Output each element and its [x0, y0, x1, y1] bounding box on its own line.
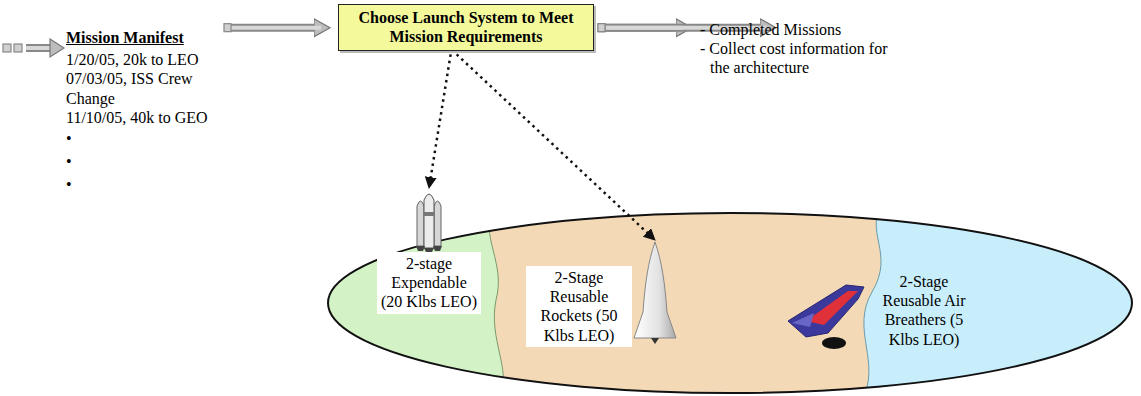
node-text: 2-Stage Reusable Rockets (50 Klbs LEO) — [528, 268, 630, 345]
node-text: - Collect cost information for the archi… — [700, 39, 906, 77]
bullet: • — [66, 127, 220, 150]
vehicle-node: 2-Stage Reusable Air Breathers (5 Klbs L… — [784, 270, 980, 351]
rocket-icon — [416, 194, 442, 252]
shadow — [822, 337, 846, 349]
shuttle-illustration — [632, 240, 678, 344]
vehicle-node: 2-Stage Reusable Rockets (50 Klbs LEO) — [526, 240, 678, 347]
booster — [417, 201, 424, 246]
flow-arrow-fill — [226, 26, 321, 30]
arrow-dash — [224, 24, 231, 32]
node-text: 2-stage Expendable (20 Klbs LEO) — [379, 254, 479, 312]
stripe — [806, 291, 858, 325]
bullet: • — [66, 150, 220, 173]
node-text: - Completed Missions — [700, 20, 906, 39]
arrow-dash — [598, 24, 605, 32]
plane-illustration — [784, 277, 868, 351]
region-border — [862, 200, 884, 396]
manifest-list: Mission Manifest 1/20/05, 20k to LEO07/03… — [66, 28, 220, 197]
plane-icon — [788, 285, 864, 349]
arrow-dash — [598, 24, 605, 32]
vehicle-label: 2-Stage Reusable Air Breathers (5 Klbs L… — [868, 270, 980, 351]
tail-fin — [651, 338, 659, 344]
air-breather-body — [788, 285, 864, 337]
vehicle-label: 2-Stage Reusable Rockets (50 Klbs LEO) — [526, 266, 632, 347]
node-text: 07/03/05, ISS Crew Change — [66, 69, 220, 107]
arrow-dash — [14, 44, 22, 52]
shuttle-icon — [634, 242, 676, 344]
bullet: • — [66, 173, 220, 196]
core-stage — [424, 194, 434, 248]
vehicle-label: 2-stage Expendable (20 Klbs LEO) — [377, 252, 481, 314]
process-box: Choose Launch System to Meet Mission Req… — [338, 4, 594, 51]
output-list: - Completed Missions- Collect cost infor… — [700, 20, 906, 78]
node-text: 1/20/05, 20k to LEO — [66, 50, 220, 69]
booster — [434, 201, 441, 246]
input-arrowhead — [50, 39, 64, 57]
node-text: Choose Launch System to Meet Mission Req… — [347, 8, 585, 46]
list-heading: Mission Manifest — [66, 28, 220, 47]
selection-arrow — [429, 54, 451, 188]
rocket-illustration — [404, 188, 454, 252]
reusable-rocket-body — [634, 242, 676, 338]
node-text: 2-Stage Reusable Air Breathers (5 Klbs L… — [870, 272, 978, 349]
map-outline — [328, 213, 1132, 393]
input-arrow — [26, 46, 52, 50]
map-region-blue — [862, 200, 1141, 396]
map-region-green — [310, 200, 503, 396]
node-text: 11/10/05, 40k to GEO — [66, 108, 220, 127]
stage-band — [424, 212, 434, 216]
vehicle-node: 2-stage Expendable (20 Klbs LEO) — [376, 188, 482, 314]
selection-arrow — [457, 54, 655, 240]
wing — [792, 313, 814, 327]
arrow-dash — [3, 44, 11, 52]
